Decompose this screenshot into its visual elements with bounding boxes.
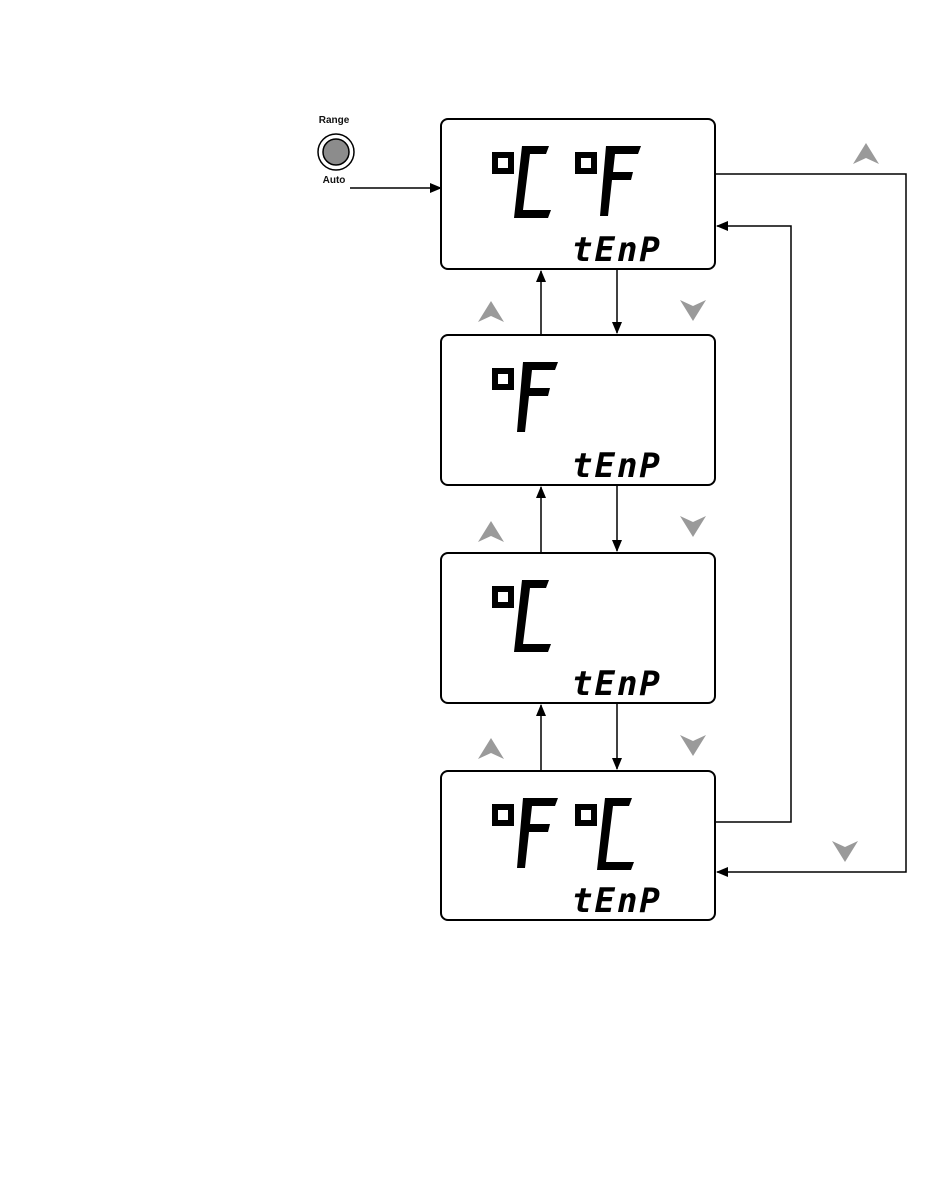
lcd-mode-text-1: tEnP [572,230,662,270]
lcd-mode-text-2: tEnP [572,446,662,486]
up-key-icon [853,143,879,164]
loop-arrow-1-to-4 [715,174,906,872]
down-key-icon [680,300,706,321]
up-key-icon [478,301,504,322]
up-key-icon [478,738,504,759]
down-key-icon [680,735,706,756]
range-auto-button[interactable] [318,134,354,170]
lcd-mode-text-3: tEnP [572,664,662,704]
down-key-icon [832,841,858,862]
transition-arrows [541,174,906,872]
up-key-icon [478,521,504,542]
lcd-mode-text-4: tEnP [572,881,662,921]
loop-arrow-4-to-1 [715,226,791,822]
down-key-icon [680,516,706,537]
